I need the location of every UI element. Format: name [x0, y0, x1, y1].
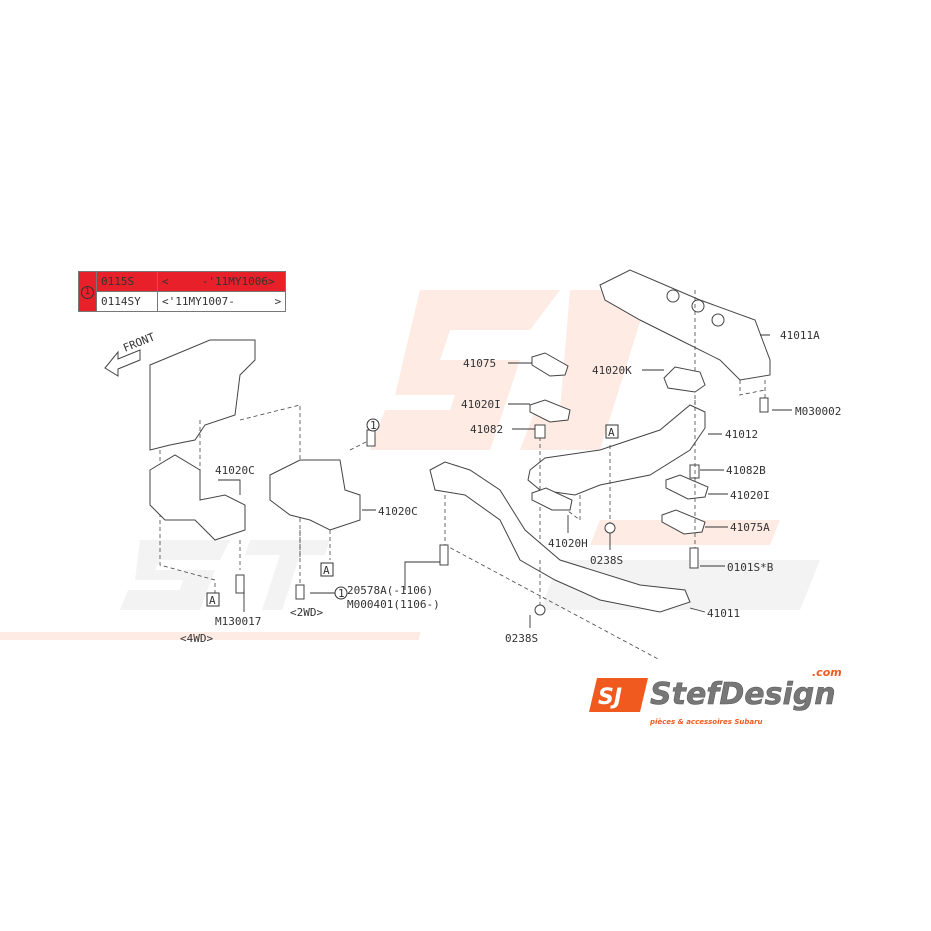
- svg-text:A: A: [608, 426, 615, 439]
- label-0238S-a: 0238S: [590, 554, 623, 567]
- cushion-41020I-left: [529, 399, 571, 423]
- plate-41075: [531, 352, 569, 377]
- label-M000401: M000401(1106-): [347, 598, 440, 611]
- ref-circle-1: 1: [310, 586, 348, 600]
- front-arrow-icon: FRONT: [104, 330, 157, 377]
- legend-part: 0114SY: [96, 291, 158, 312]
- label-41082: 41082: [470, 423, 503, 436]
- mount-41020C-2wd: [269, 459, 361, 531]
- legend-row: 1 0115S < -'11MY1006>: [78, 271, 287, 312]
- label-41082B: 41082B: [726, 464, 766, 477]
- bolt-M130017: [235, 574, 245, 594]
- label-M030002: M030002: [795, 405, 841, 418]
- svg-text:A: A: [323, 564, 330, 577]
- label-M130017: M130017: [215, 615, 261, 628]
- ref-circle-1: 1: [366, 418, 380, 432]
- ref-box-a: A: [605, 424, 619, 439]
- label-4wd: <4WD>: [180, 632, 213, 645]
- legend-range: < -'11MY1006>: [156, 271, 287, 292]
- cushion-41020H: [531, 487, 573, 511]
- legend-table: 1 0115S < -'11MY1006> 0114SY <'11MY1007-…: [78, 271, 287, 312]
- label-41020H: 41020H: [548, 537, 588, 550]
- label-41020C-left: 41020C: [215, 464, 255, 477]
- label-20578A: 20578A(-1106): [347, 584, 433, 597]
- label-41075: 41075: [463, 357, 496, 370]
- stefdesign-logo: SJ StefDesign .com pièces & accessoires …: [589, 666, 842, 726]
- transmission: [149, 339, 256, 451]
- bolt-2wd: [295, 584, 305, 600]
- svg-text:1: 1: [370, 419, 377, 432]
- mount-41020C-4wd: [149, 454, 246, 541]
- legend-range: <'11MY1007- >: [156, 291, 287, 312]
- nut-0238S-b: [534, 604, 546, 616]
- label-41012: 41012: [725, 428, 758, 441]
- label-41075A: 41075A: [730, 521, 770, 534]
- cushion-41020K: [663, 366, 706, 393]
- nut-0238S-a: [604, 522, 616, 534]
- bolt-0101SB: [689, 547, 699, 569]
- bolt-0115S: [366, 429, 376, 447]
- label-41011: 41011: [707, 607, 740, 620]
- legend-part: 0115S: [96, 271, 158, 292]
- spacer-41082: [534, 424, 546, 439]
- ref-box-a: A: [320, 562, 334, 577]
- svg-text:1: 1: [338, 587, 345, 600]
- label-41020C-right: 41020C: [378, 505, 418, 518]
- plate-41075A: [661, 509, 706, 535]
- logo-domain: .com: [812, 666, 842, 679]
- logo-name: StefDesign: [650, 677, 836, 712]
- logo-tagline: pièces & accessoires Subaru: [649, 718, 763, 726]
- label-0238S-b: 0238S: [505, 632, 538, 645]
- crossmember-41011A: [599, 269, 771, 381]
- label-41020I-right: 41020I: [730, 489, 770, 502]
- crossmember-41011: [429, 461, 691, 613]
- label-41020K: 41020K: [592, 364, 632, 377]
- label-41011A: 41011A: [780, 329, 820, 342]
- label-41020I-left: 41020I: [461, 398, 501, 411]
- ref-box-a: A: [206, 592, 220, 607]
- cushion-41020I-right: [665, 474, 709, 500]
- label-0101SB: 0101S*B: [727, 561, 774, 574]
- legend-row: 0114SY <'11MY1007- >: [79, 291, 287, 312]
- legend-marker: 1: [78, 271, 97, 312]
- bolt-M030002: [759, 397, 769, 413]
- logo-mark: SJ: [598, 685, 622, 710]
- label-2wd: <2WD>: [290, 606, 323, 619]
- bolt-20578A: [439, 544, 449, 566]
- spacer-41082B: [689, 464, 700, 479]
- svg-text:A: A: [209, 594, 216, 607]
